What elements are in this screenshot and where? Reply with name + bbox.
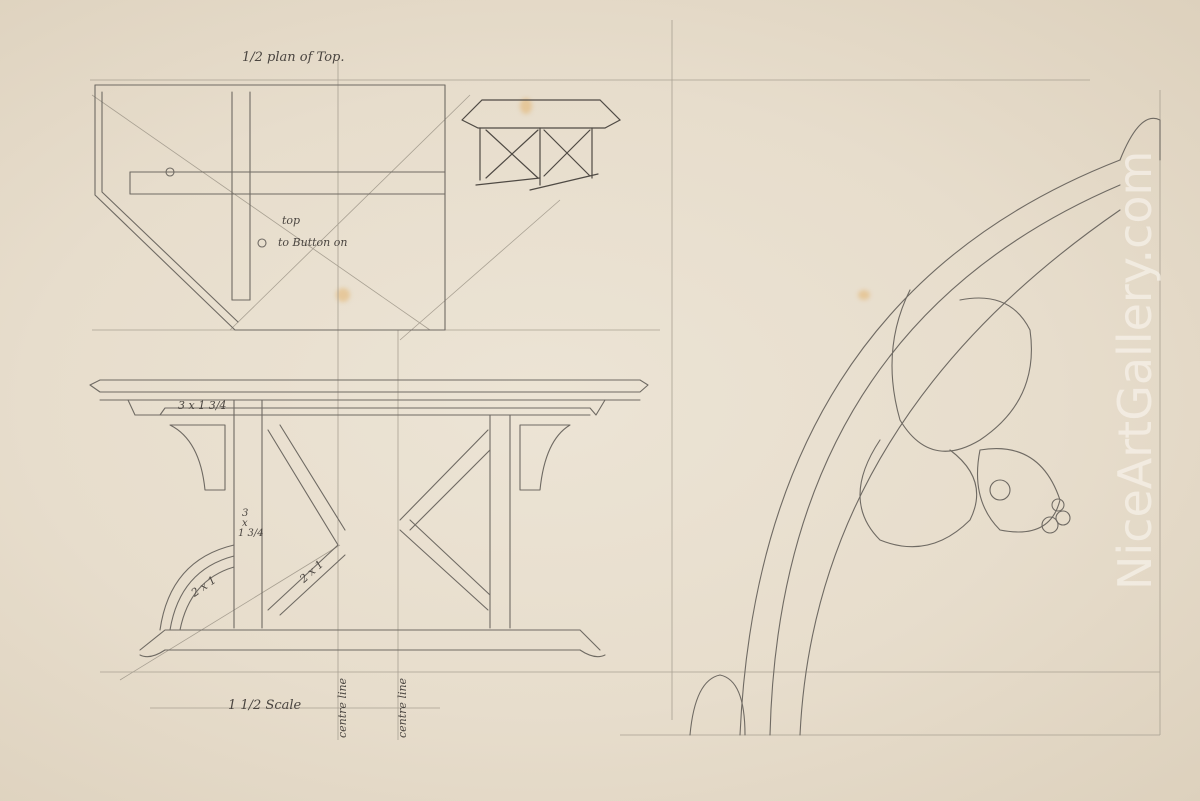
half-plan-of-top (94, 84, 446, 331)
button-note: to Button on (278, 236, 348, 249)
scale-note: 1 1/2 Scale (228, 698, 302, 713)
perspective-sketch (461, 99, 621, 191)
gothic-spandrel-detail (689, 117, 1161, 736)
center-line-label-2: centre line (396, 677, 409, 738)
post-dimension-label-3: 1 3/4 (238, 528, 264, 539)
center-line-label-1: centre line (336, 677, 349, 738)
post-dimension-label-2: x (242, 518, 248, 529)
foxing-stain (858, 290, 870, 300)
post-dimension-label-1: 3 (242, 508, 249, 519)
plan-title-label: 1/2 plan of Top. (242, 50, 345, 65)
front-elevation (89, 379, 649, 658)
foxing-stain (520, 98, 532, 114)
watermark-text: NiceArtGallery.com (1108, 150, 1162, 590)
rail-dimension-label: 3 x 1 3/4 (178, 399, 227, 412)
top-note: top (282, 214, 301, 227)
foxing-stain (336, 288, 350, 302)
